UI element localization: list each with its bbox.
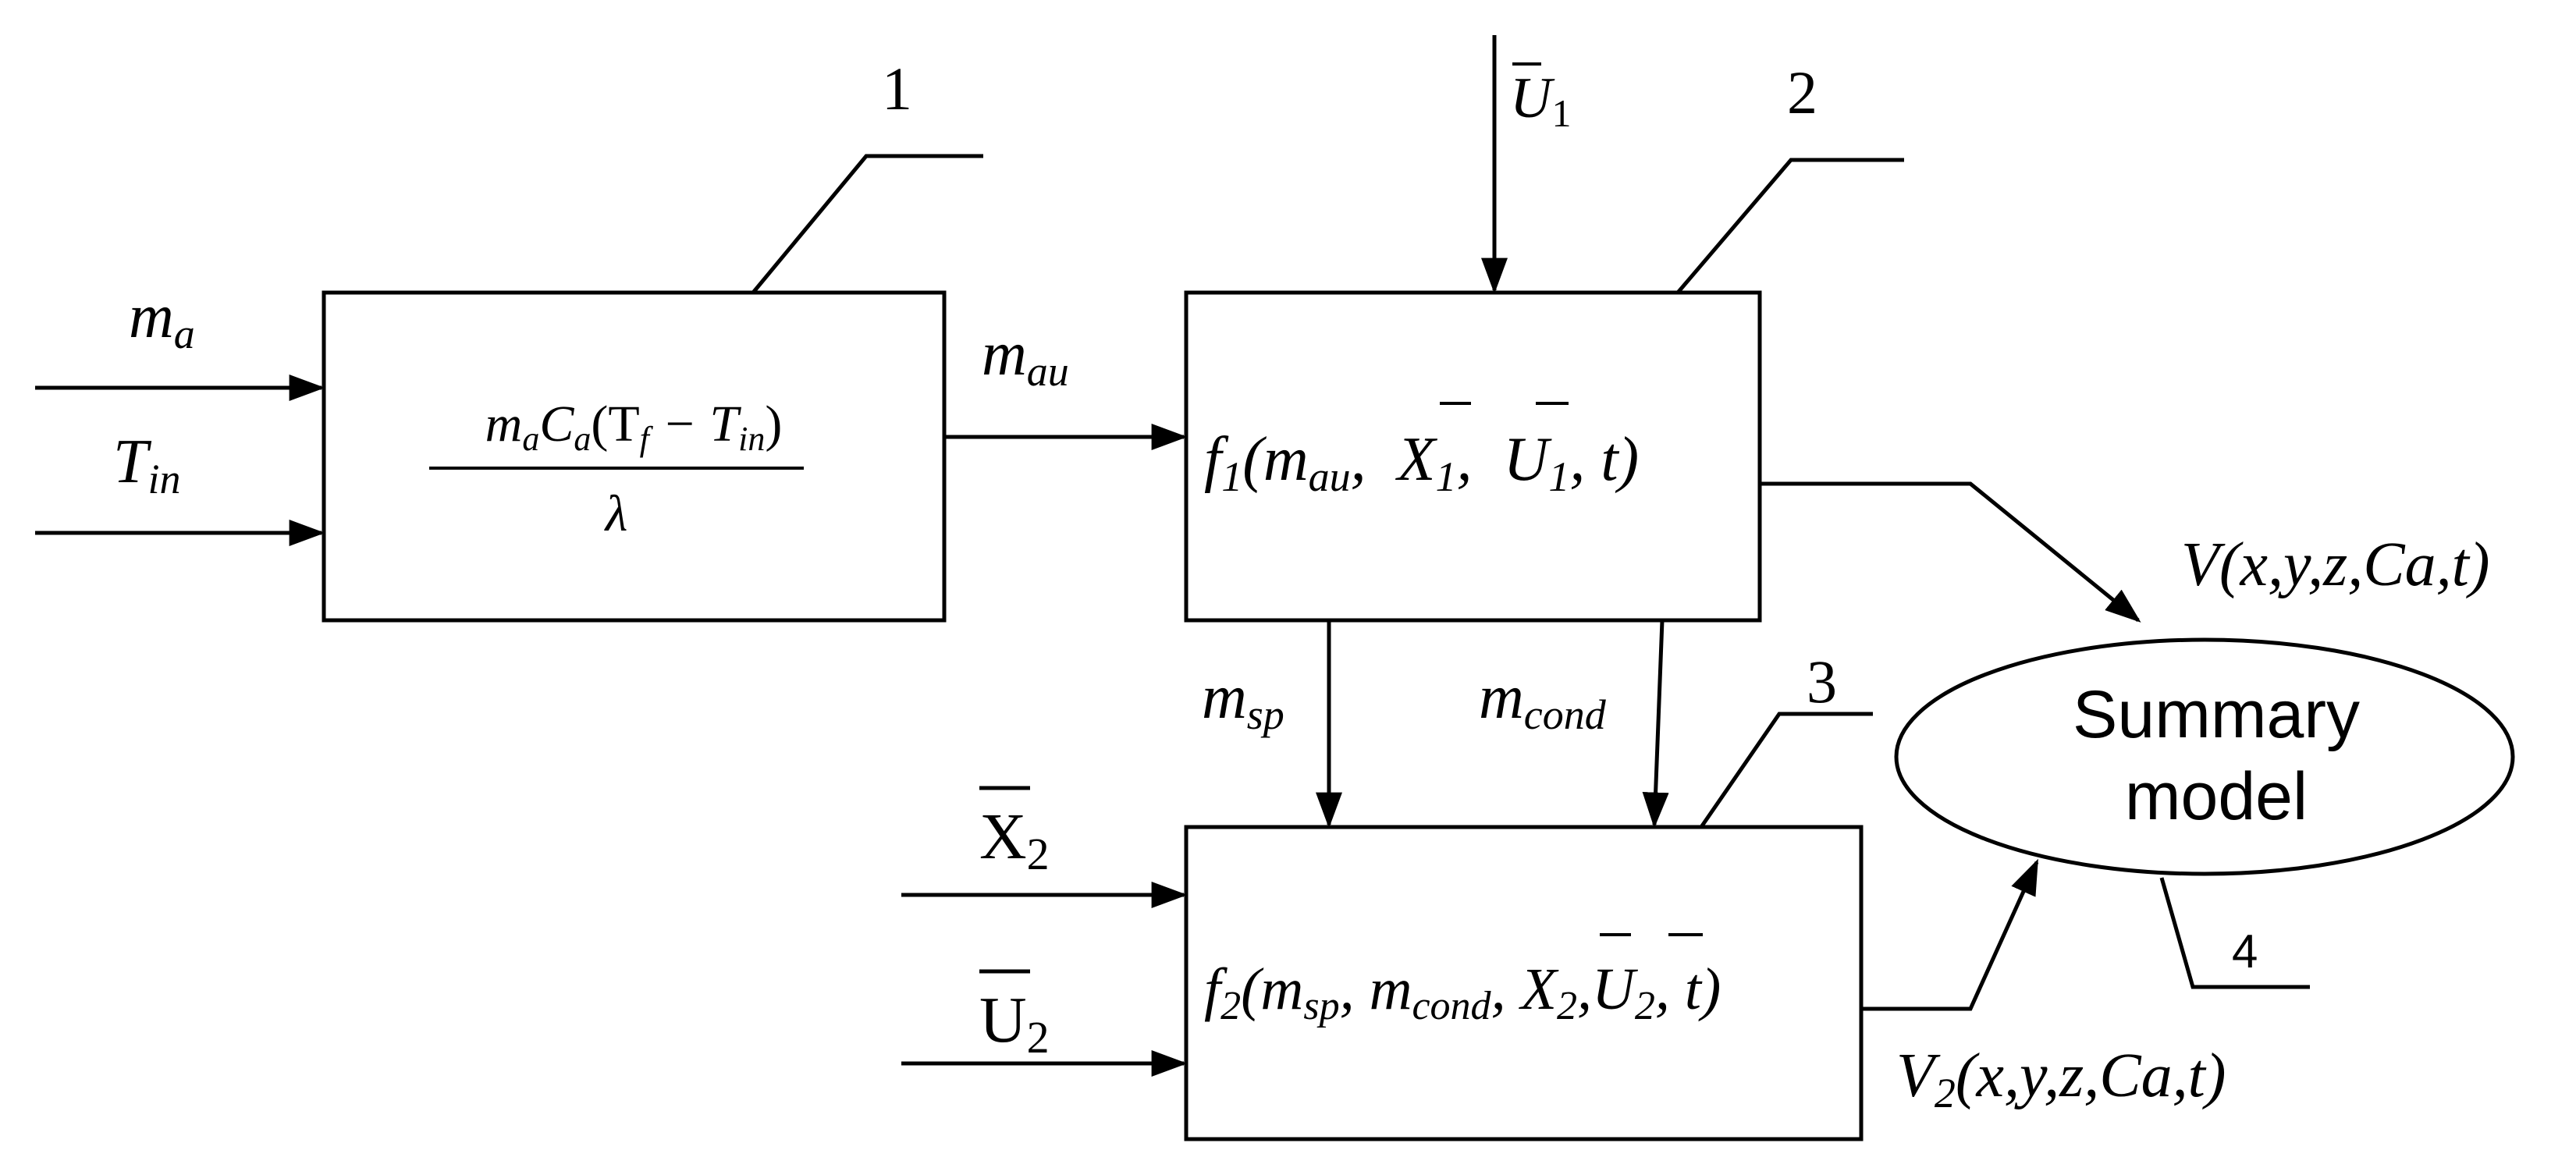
label-u2-input: U2 xyxy=(979,984,1050,1063)
label-msp: msp xyxy=(1202,663,1284,738)
block-number-1: 1 xyxy=(882,55,912,122)
arrow-v2-out xyxy=(1861,858,2039,1011)
block-1-denominator: λ xyxy=(604,485,628,542)
arrow-mcond xyxy=(1642,619,1669,829)
block-number-2: 2 xyxy=(1787,59,1817,126)
block-2-formula: f1(mau, X1, U1, t) xyxy=(1204,425,1639,500)
summary-model-line2: model xyxy=(2125,759,2308,834)
block-2 xyxy=(1184,290,1762,623)
block-number-4: 4 xyxy=(2232,925,2258,978)
block-1 xyxy=(322,290,947,623)
leader-line-4 xyxy=(2159,877,2310,989)
label-v2-output: V2(x,y,z,Ca,t) xyxy=(1896,1042,2226,1116)
summary-model-ellipse xyxy=(1894,637,2515,876)
label-v-output: V(x,y,z,Ca,t) xyxy=(2181,531,2489,599)
leader-line-2 xyxy=(1676,158,1904,294)
summary-model-line1: Summary xyxy=(2073,677,2360,752)
label-ma: ma xyxy=(129,282,195,357)
block-1-numerator: maCa(Tf − Tin) xyxy=(485,396,783,458)
block-3-formula: f2(msp, mcond, X2,U2, t) xyxy=(1204,957,1721,1028)
label-mcond: mcond xyxy=(1479,663,1607,738)
leader-line-1 xyxy=(751,154,983,294)
arrow-v-out xyxy=(1760,481,2141,623)
leader-line-3 xyxy=(1699,712,1873,829)
block-number-3: 3 xyxy=(1807,648,1837,715)
label-tin: Tin xyxy=(113,428,181,502)
label-x2-input: X2 xyxy=(979,800,1050,879)
label-mau: mau xyxy=(982,320,1069,395)
label-u1-top: U1 xyxy=(1510,66,1571,135)
block-3 xyxy=(1184,825,1864,1141)
